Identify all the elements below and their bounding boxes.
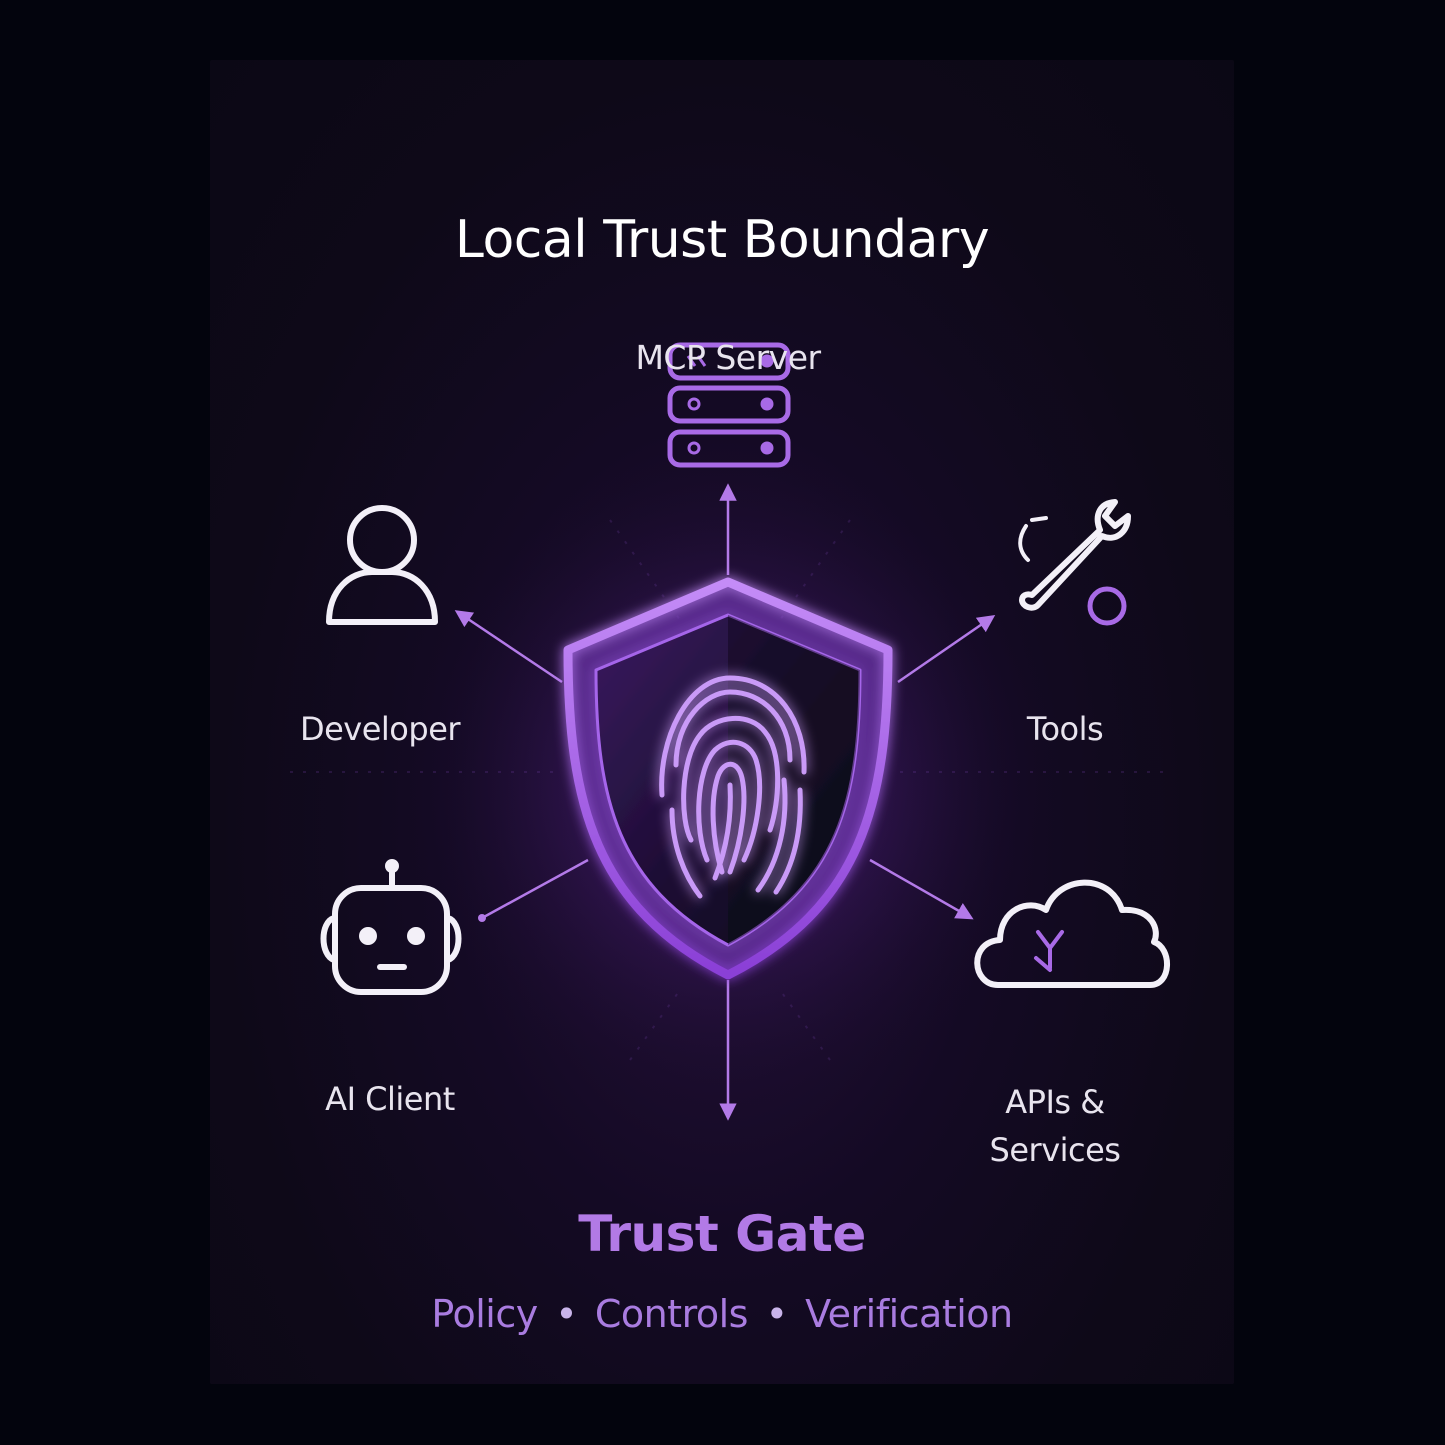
server-icon	[667, 342, 791, 468]
arrow-to-developer	[454, 610, 563, 684]
shield-icon	[563, 577, 893, 980]
developer-label: Developer	[299, 710, 461, 748]
trust-gate-title: Trust Gate	[578, 1205, 866, 1263]
robot-icon	[320, 859, 462, 995]
diagram-graphics	[290, 342, 1170, 1121]
mcp-server-label: MCP Server	[635, 338, 821, 377]
diagram-title: Local Trust Boundary	[454, 210, 990, 270]
arrow-to-ai-client	[481, 858, 589, 920]
arrow-to-tools	[897, 615, 996, 684]
arrow-to-apis-services	[869, 858, 974, 920]
connector-lines	[454, 483, 996, 1121]
ai-client-label: AI Client	[325, 1080, 455, 1118]
cloud-icon	[974, 879, 1170, 988]
tools-label: Tools	[1026, 710, 1104, 748]
gate-item-policy: Policy	[431, 1292, 538, 1336]
apis-services-label: APIs & Services	[989, 1083, 1121, 1169]
ai-client-connector-dot	[478, 914, 486, 922]
background-grid-lines	[290, 519, 1170, 1061]
diagram-panel: Local Trust Boundary MCP Server Develope…	[210, 60, 1234, 1384]
user-icon	[326, 505, 438, 625]
fingerprint-icon	[659, 675, 807, 899]
gate-separator: •	[555, 1292, 578, 1336]
trust-gate-subtitle: Policy • Controls • Verification	[210, 1292, 1234, 1336]
gate-item-controls: Controls	[594, 1292, 749, 1336]
gate-separator: •	[765, 1292, 788, 1336]
wrench-icon	[1018, 499, 1131, 626]
gate-item-verification: Verification	[805, 1292, 1013, 1336]
